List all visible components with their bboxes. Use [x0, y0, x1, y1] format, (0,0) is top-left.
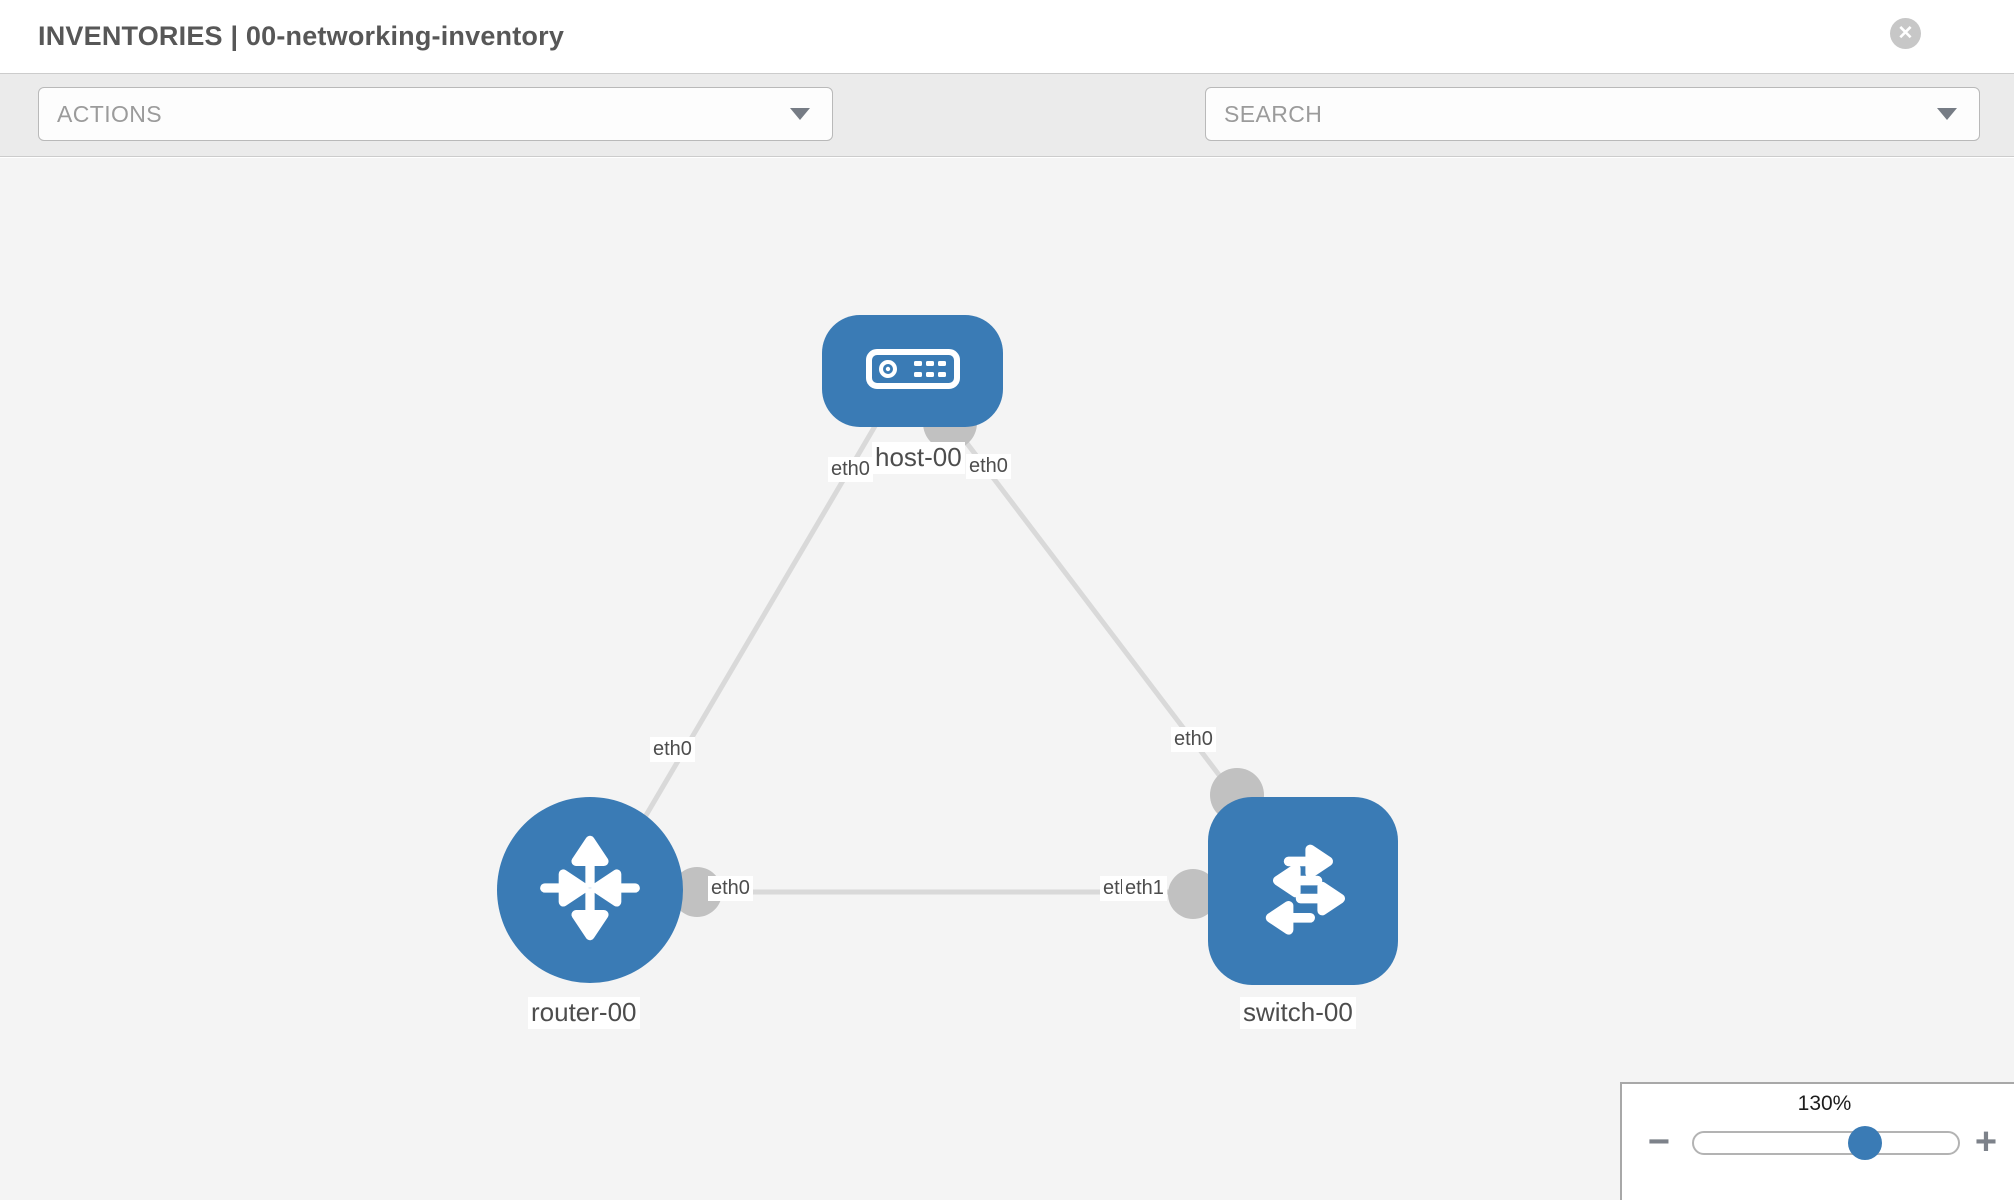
header: INVENTORIES | 00-networking-inventory ✕ — [0, 0, 2014, 73]
chevron-down-icon — [1937, 108, 1957, 120]
iface-label-host-left: eth0 — [828, 457, 873, 482]
toolbar: ACTIONS SEARCH — [0, 73, 2014, 205]
chevron-down-icon — [790, 108, 810, 120]
actions-dropdown[interactable]: ACTIONS — [38, 87, 833, 141]
node-label-host: host-00 — [872, 442, 965, 474]
switch-icon — [1242, 829, 1364, 954]
search-placeholder: SEARCH — [1224, 100, 1323, 127]
page-title: INVENTORIES | 00-networking-inventory — [38, 21, 565, 51]
node-router-00[interactable] — [497, 797, 683, 983]
host-icon — [865, 345, 961, 398]
minus-icon: − — [1647, 1121, 1671, 1163]
topology-links — [625, 396, 1264, 919]
iface-label-switch-left: eth1 — [1122, 876, 1167, 901]
iface-label-switch-top: eth0 — [1171, 727, 1216, 752]
connector-switch-left — [1168, 869, 1218, 919]
iface-label-router-top: eth0 — [650, 737, 695, 762]
close-button[interactable]: ✕ — [1890, 18, 1921, 49]
link-host-router — [625, 419, 881, 848]
actions-dropdown-label: ACTIONS — [57, 100, 163, 127]
zoom-out-button[interactable]: − — [1642, 1121, 1676, 1163]
node-label-router: router-00 — [528, 997, 640, 1029]
close-icon: ✕ — [1897, 23, 1914, 44]
router-icon — [532, 830, 648, 951]
node-host-00[interactable] — [822, 315, 1003, 427]
topology-canvas[interactable]: host-00 router-00 switch-00 eth0 eth0 et… — [0, 158, 2014, 1200]
iface-label-host-right: eth0 — [966, 454, 1011, 479]
node-switch-00[interactable] — [1208, 797, 1398, 985]
zoom-level-label: 130% — [1797, 1092, 1852, 1115]
search-dropdown[interactable]: SEARCH — [1205, 87, 1980, 141]
zoom-panel: 130% − + — [1620, 1082, 2014, 1200]
plus-icon: + — [1974, 1121, 1998, 1163]
iface-label-router-right: eth0 — [708, 876, 753, 901]
zoom-slider-track[interactable] — [1692, 1131, 1960, 1155]
zoom-in-button[interactable]: + — [1969, 1121, 2003, 1163]
zoom-slider-thumb[interactable] — [1848, 1126, 1882, 1160]
node-label-switch: switch-00 — [1240, 997, 1356, 1029]
